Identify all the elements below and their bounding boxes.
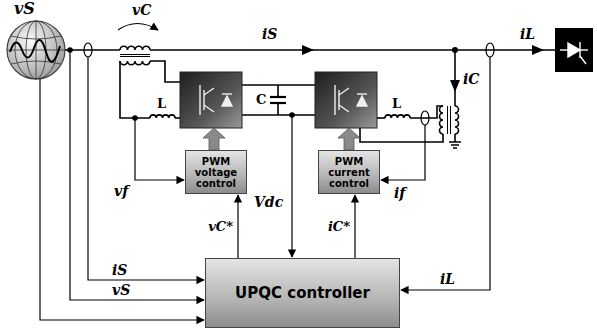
signal-connector	[354, 195, 355, 258]
shunt-transformer	[450, 80, 460, 92]
shunt-inductor	[377, 117, 385, 119]
nonlinear-load	[579, 42, 580, 58]
shunt-inverter	[335, 85, 367, 115]
dc-link-capacitor	[277, 85, 279, 97]
reference-signal: iC*	[327, 220, 351, 233]
series-inverter	[200, 85, 232, 115]
sense-wires	[381, 125, 425, 180]
power-line	[120, 46, 150, 50]
shunt-inverter	[315, 72, 377, 128]
box-title: PWM voltage control	[186, 156, 246, 189]
current-sensors	[84, 43, 494, 125]
series-transformer	[120, 56, 150, 57]
shunt-transformer	[455, 106, 459, 134]
sense-wires	[70, 50, 204, 300]
shunt-transformer	[447, 106, 448, 134]
nonlinear-load	[560, 42, 588, 64]
series-transformer	[118, 24, 180, 119]
series-transformer	[120, 61, 150, 118]
series-inverter	[204, 88, 214, 112]
load-current: iL	[440, 272, 455, 286]
box-title: UPQC controller	[235, 285, 370, 302]
compensating-current: iC	[463, 72, 479, 86]
series-transformer	[118, 24, 158, 31]
shunt-transformer	[440, 48, 461, 148]
shunt-inverter	[357, 96, 367, 106]
grid-globe	[7, 21, 65, 79]
dc-link-capacitor	[277, 103, 279, 115]
line-current-arrows	[302, 45, 544, 55]
nonlinear-load	[555, 28, 593, 72]
line-current-arrows	[532, 45, 544, 55]
grid-globe	[7, 50, 65, 51]
source-voltage: vS	[112, 283, 130, 297]
nonlinear-load	[555, 28, 593, 72]
series-transformer	[120, 54, 150, 55]
grid-globe	[7, 21, 65, 79]
shunt-transformer	[454, 50, 456, 106]
dc-link-capacitor	[242, 85, 315, 115]
filter-current: if	[394, 186, 405, 200]
inductor-name: L	[392, 97, 401, 110]
series-inverter	[180, 72, 242, 128]
shunt-inverter	[339, 88, 349, 112]
shunt-transformer	[453, 48, 457, 52]
source-current: iS	[262, 27, 277, 41]
current-sensors	[84, 43, 92, 57]
series-inductor	[150, 115, 175, 118]
sense-wires	[401, 57, 490, 290]
shunt-inductor	[360, 106, 443, 142]
shunt-inductor	[385, 115, 410, 118]
reference-signal: vC*	[207, 220, 234, 233]
series-inverter	[222, 96, 232, 106]
pwm-current-box: PWM current control	[318, 150, 380, 194]
series-inductor	[150, 115, 175, 118]
vf-sense-wire	[135, 118, 184, 180]
grid-globe	[10, 40, 60, 62]
shunt-transformer	[440, 106, 443, 134]
current-sensors	[486, 43, 494, 57]
shunt-transformer	[449, 134, 461, 148]
gating-arrows	[338, 128, 360, 150]
shunt-inverter	[338, 90, 339, 110]
filter-voltage: vf	[114, 184, 128, 198]
series-voltage: vC	[132, 3, 151, 17]
pwm-voltage-box: PWM voltage control	[185, 150, 247, 194]
signal-connector	[237, 195, 238, 258]
box-title: PWM current control	[319, 156, 379, 189]
source-current: iS	[112, 263, 127, 277]
series-inverter	[199, 85, 200, 115]
nonlinear-load	[580, 56, 586, 64]
dc-link-capacitor	[270, 96, 286, 98]
series-inverter	[222, 93, 232, 94]
inductor-name: L	[157, 97, 166, 110]
dc-voltage: Vdc	[254, 195, 283, 209]
gating-arrows	[203, 128, 360, 150]
gating-arrows	[203, 128, 225, 150]
load-current: iL	[520, 27, 535, 41]
capacitor-name: C	[256, 93, 266, 106]
shunt-inverter	[334, 85, 335, 115]
series-transformer	[150, 61, 180, 82]
current-sensors	[421, 111, 429, 125]
vdc-sense-wire	[291, 115, 292, 257]
shunt-inverter	[315, 72, 377, 128]
series-inverter	[203, 90, 204, 110]
series-inverter	[180, 72, 242, 128]
nonlinear-load	[568, 43, 580, 57]
grid-globe	[11, 36, 61, 39]
source-voltage: vS	[14, 1, 35, 17]
shunt-inverter	[357, 93, 367, 94]
series-transformer	[120, 61, 150, 65]
controller-box: UPQC controller	[205, 258, 400, 328]
shunt-inductor	[360, 128, 443, 142]
sense-wires	[40, 79, 204, 320]
vf-sense-wire	[133, 116, 184, 180]
vdc-sense-wire	[290, 113, 294, 257]
line-current-arrows	[302, 45, 314, 55]
shunt-transformer	[450, 106, 451, 134]
